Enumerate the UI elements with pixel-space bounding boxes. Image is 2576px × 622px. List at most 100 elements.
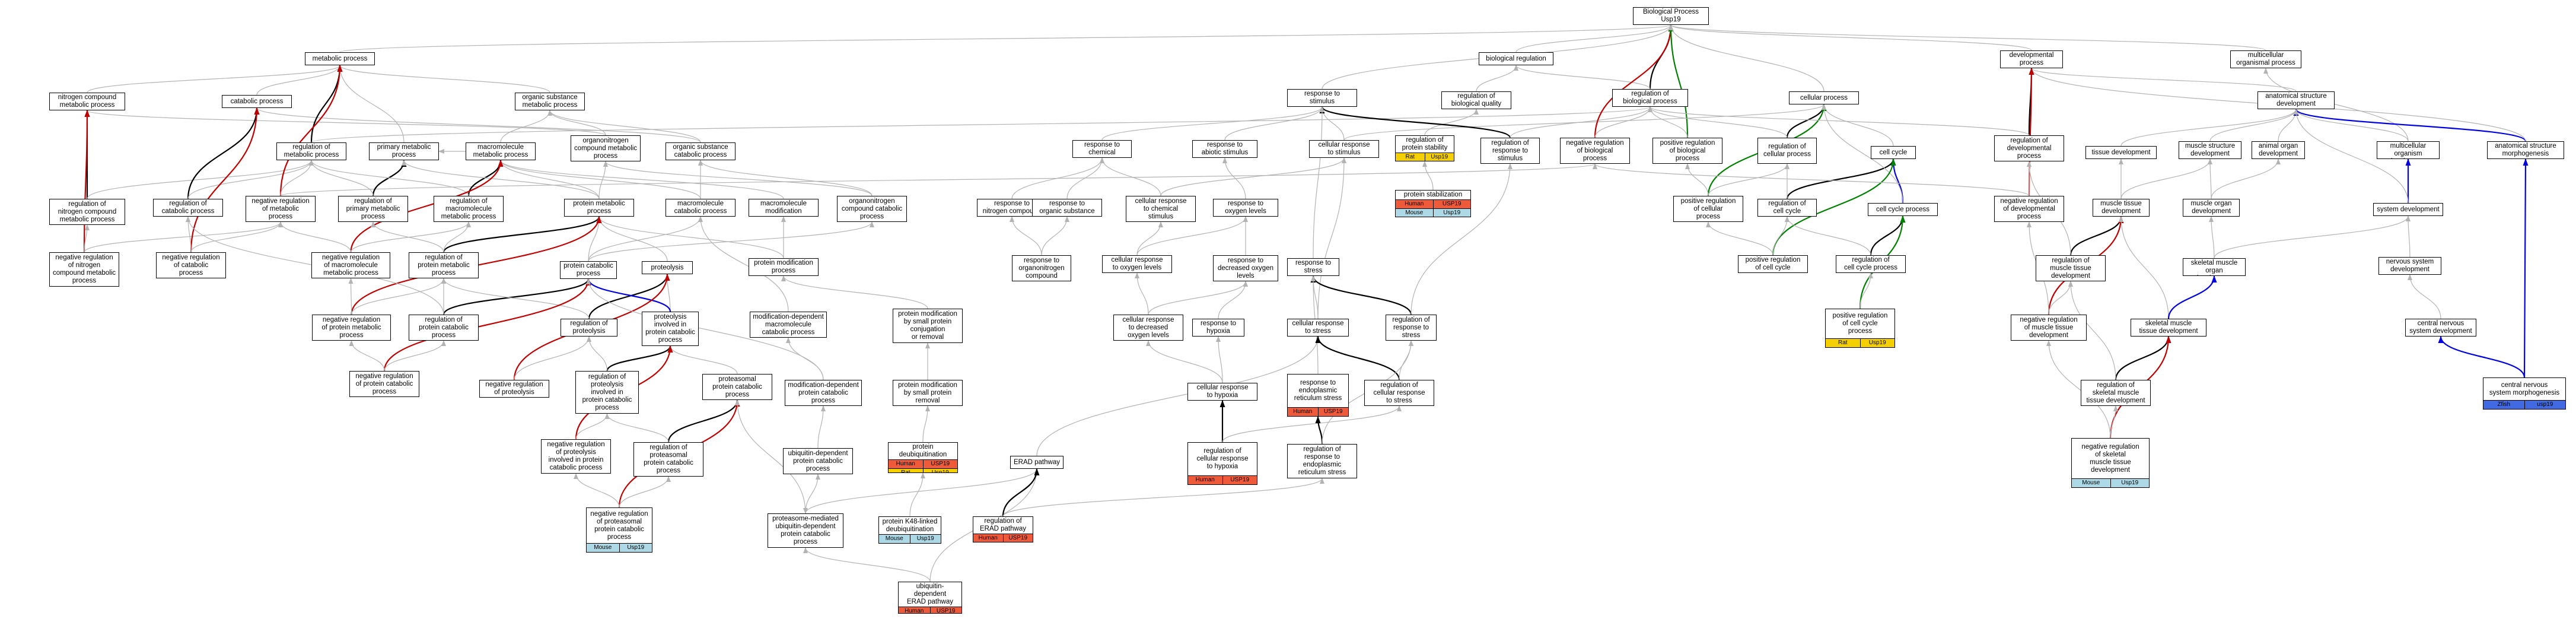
edge-is-a xyxy=(2408,274,2441,319)
go-term-cell-resp-stress: cellular response to stress xyxy=(1287,319,1349,337)
go-term-label: macromolecule catabolic process xyxy=(674,200,727,215)
go-term-label: protein modification by small protein re… xyxy=(898,381,957,404)
go-term-label: anatomical structure development xyxy=(2265,93,2327,107)
go-term-label: central nervous system morphogenesis xyxy=(2489,381,2560,396)
edge-is-a xyxy=(2120,158,2212,199)
go-term-moddep-protein-cat: modification-dependent protein catabolic… xyxy=(785,380,862,406)
edge-is-a xyxy=(1343,104,1826,141)
annotation-gene: USP19 xyxy=(1432,200,1471,208)
go-term-organic-cat: organic substance catabolic process xyxy=(666,142,735,160)
edge-is-a xyxy=(1593,163,2030,196)
go-term-skeletal-muscle-organ-dev: skeletal muscle organ development xyxy=(2183,258,2246,276)
go-term-label: cell cycle process xyxy=(1876,205,1930,213)
edge-is-a xyxy=(922,405,930,443)
edge-regulates xyxy=(1315,416,1323,445)
go-term-label: regulation of response to stress xyxy=(1392,316,1430,339)
edge-is-a xyxy=(309,160,469,196)
go-term-resp-er-stress: response to endoplasmic reticulum stress… xyxy=(1287,374,1349,417)
go-term-label: proteolysis xyxy=(651,264,684,271)
go-term-label: regulation of nitrogen compound metaboli… xyxy=(58,200,117,223)
go-term-label: proteolysis involved in protein cataboli… xyxy=(645,313,695,344)
annotation-gene: USP19 xyxy=(1317,408,1349,416)
edge-is-a xyxy=(337,65,550,93)
go-term-prot-mod-conj: protein modification by small protein co… xyxy=(893,309,963,343)
edge-is-a xyxy=(597,216,668,262)
go-term-label: regulation of macromolecule metabolic pr… xyxy=(441,197,496,220)
go-term-label: negative regulation of protein catabolic… xyxy=(355,372,413,395)
go-term-label: organonitrogen compound catabolic proces… xyxy=(841,197,903,220)
edge-is-a xyxy=(1011,157,1104,199)
edge-is-a xyxy=(1476,65,1518,92)
edge-is-a xyxy=(1668,24,2032,51)
edge-is-a xyxy=(1216,336,1223,383)
go-term-label: response to organonitrogen compound xyxy=(1018,256,1065,280)
go-term-label: negative regulation of biological proces… xyxy=(1566,139,1624,162)
edge-is-a xyxy=(1041,216,1069,256)
edge-is-a xyxy=(84,221,283,253)
edge-is-a xyxy=(909,472,925,517)
go-term-protein-met: protein metabolic process xyxy=(564,199,634,217)
edge-is-a xyxy=(87,160,314,199)
go-term-label: response to stress xyxy=(1295,259,1332,274)
edge-is-a xyxy=(280,160,314,196)
go-term-proteolysis: proteolysis xyxy=(642,261,693,274)
go-term-reg-protein-met: regulation of protein metabolic process xyxy=(409,252,479,278)
go-term-label: nervous system development xyxy=(2386,258,2434,273)
annotation-gene: USP19 xyxy=(929,607,962,613)
annotation-species: Human xyxy=(1293,408,1313,415)
annotation-gene: USP19 xyxy=(1222,476,1257,484)
edge-is-a xyxy=(1648,106,2030,136)
go-term-label: regulation of metabolic process xyxy=(284,144,339,158)
go-term-label: positive regulation of cellular process xyxy=(1680,197,1736,220)
go-term-label: regulation of skeletal muscle tissue dev… xyxy=(2086,381,2145,404)
go-term-neg-reg-dev: negative regulation of developmental pro… xyxy=(1994,196,2064,222)
go-term-label: positive regulation of cell cycle proces… xyxy=(1832,312,1888,335)
go-term-erad: ERAD pathway xyxy=(1010,456,1063,469)
go-term-neg-reg-proteasomal: negative regulation of proteasomal prote… xyxy=(586,507,652,553)
go-term-label: regulation of cellular process xyxy=(1763,143,1811,158)
go-term-ubiq-dep-cat: ubiquitin-dependent protein catabolic pr… xyxy=(783,448,853,474)
go-term-reg-skeletal-muscle-tissue-dev: regulation of skeletal muscle tissue dev… xyxy=(2081,380,2151,406)
annotation-gene: Usp19 xyxy=(1432,209,1471,217)
edge-neg xyxy=(190,107,260,253)
go-term-label: regulation of proteolysis involved in pr… xyxy=(582,373,632,411)
edge-is-a xyxy=(2029,68,2297,92)
edge-regulates xyxy=(442,278,591,315)
go-term-resp-dec-oxygen: response to decreased oxygen levels xyxy=(1213,255,1278,281)
go-term-label: response to abiotic stimulus xyxy=(1201,141,1249,156)
go-term-nitrogen: nitrogen compound metabolic process xyxy=(49,93,125,110)
go-term-bp: Biological Process Usp19 xyxy=(1633,7,1709,25)
go-term-cell-resp-hypoxia: cellular response to hypoxia xyxy=(1187,383,1257,401)
go-term-label: system development xyxy=(2377,205,2440,213)
edge-is-a xyxy=(603,161,873,196)
go-term-system-dev: system development xyxy=(2373,203,2443,216)
annotation-species: Rat xyxy=(900,469,910,473)
go-term-label: cellular response to hypoxia xyxy=(1196,384,1249,399)
edge-part-of xyxy=(2167,275,2217,319)
edge-is-a xyxy=(84,224,90,253)
go-term-neg-reg-macro: negative regulation of macromolecule met… xyxy=(311,252,390,278)
edge-is-a xyxy=(498,160,784,199)
edge-is-a xyxy=(498,160,701,199)
edge-regulates xyxy=(1870,215,1906,256)
go-term-label: metabolic process xyxy=(312,55,368,62)
go-term-proteasome-med: proteasome-mediated ubiquitin-dependent … xyxy=(768,513,843,548)
edge-is-a xyxy=(1317,157,1346,319)
go-term-label: negative regulation of nitrogen compound… xyxy=(52,254,116,284)
go-term-label: multicellular organism development xyxy=(2389,142,2428,158)
go-term-label: negative regulation of proteolysis invol… xyxy=(547,441,605,471)
go-term-reg-cell-cycle: regulation of cell cycle xyxy=(1757,199,1817,217)
edge-is-a xyxy=(1422,161,1434,191)
edge-is-a xyxy=(514,336,591,380)
edge-is-a xyxy=(443,221,471,253)
go-term-label: central nervous system development xyxy=(2409,320,2472,335)
go-term-multicellular-proc: multicellular organismal process xyxy=(2230,50,2301,68)
edge-is-a xyxy=(588,221,874,262)
go-term-cell-resp-chem: cellular response to chemical stimulus xyxy=(1126,196,1196,222)
edge-is-a xyxy=(587,336,608,372)
edge-is-a xyxy=(1222,405,1402,443)
edge-is-a xyxy=(1313,106,1324,259)
